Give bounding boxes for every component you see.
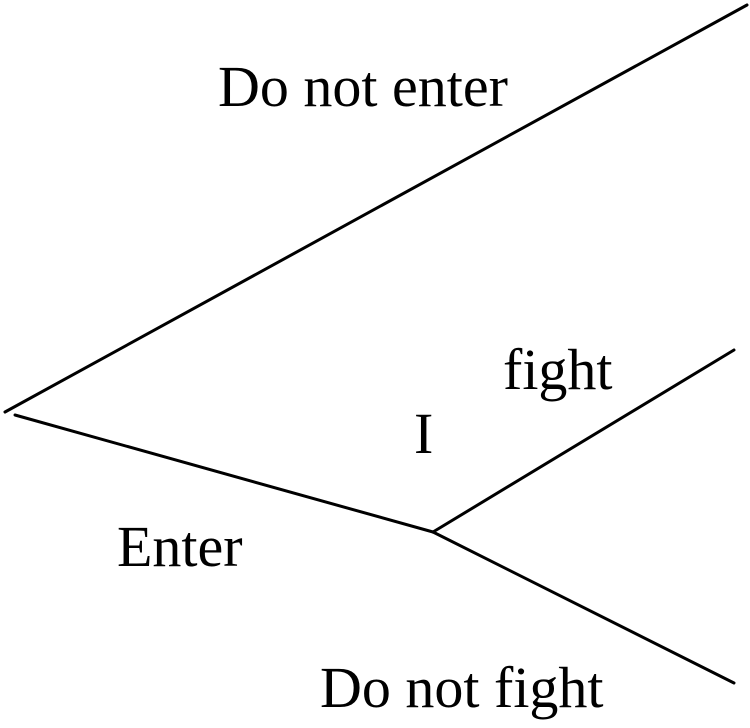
- label-do-not-fight: Do not fight: [320, 655, 604, 720]
- label-node-player: I: [414, 401, 433, 466]
- label-do-not-enter: Do not enter: [218, 54, 508, 119]
- label-fight: fight: [503, 337, 613, 402]
- branch-fight: [431, 348, 736, 534]
- label-enter: Enter: [117, 514, 243, 579]
- branch-do-not-enter: [3, 3, 749, 414]
- branch-do-not-fight: [431, 530, 736, 685]
- branch-enter: [13, 413, 435, 534]
